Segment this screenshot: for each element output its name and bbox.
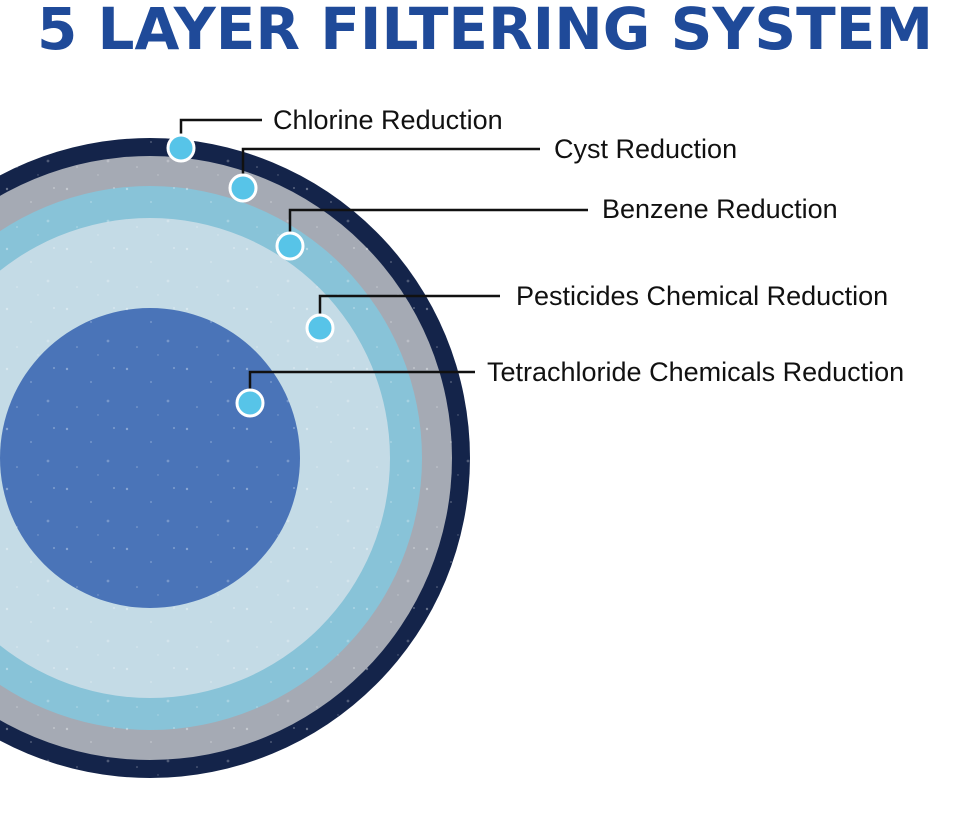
marker-dot-3	[275, 231, 305, 261]
page-title: 5 LAYER FILTERING SYSTEM	[36, 0, 934, 63]
layer-label-chlorine: Chlorine Reduction	[273, 105, 503, 135]
marker-dot-5	[235, 388, 265, 418]
layer-label-benzene: Benzene Reduction	[602, 194, 838, 224]
marker-dot-1	[166, 133, 196, 163]
layer-label-pesticides: Pesticides Chemical Reduction	[516, 281, 888, 311]
layer-label-tetrachloride: Tetrachloride Chemicals Reduction	[487, 357, 904, 387]
layer-label-cyst: Cyst Reduction	[554, 134, 737, 164]
markers	[166, 133, 335, 418]
texture-overlay	[0, 138, 470, 778]
marker-dot-4	[305, 313, 335, 343]
marker-dot-2	[228, 173, 258, 203]
